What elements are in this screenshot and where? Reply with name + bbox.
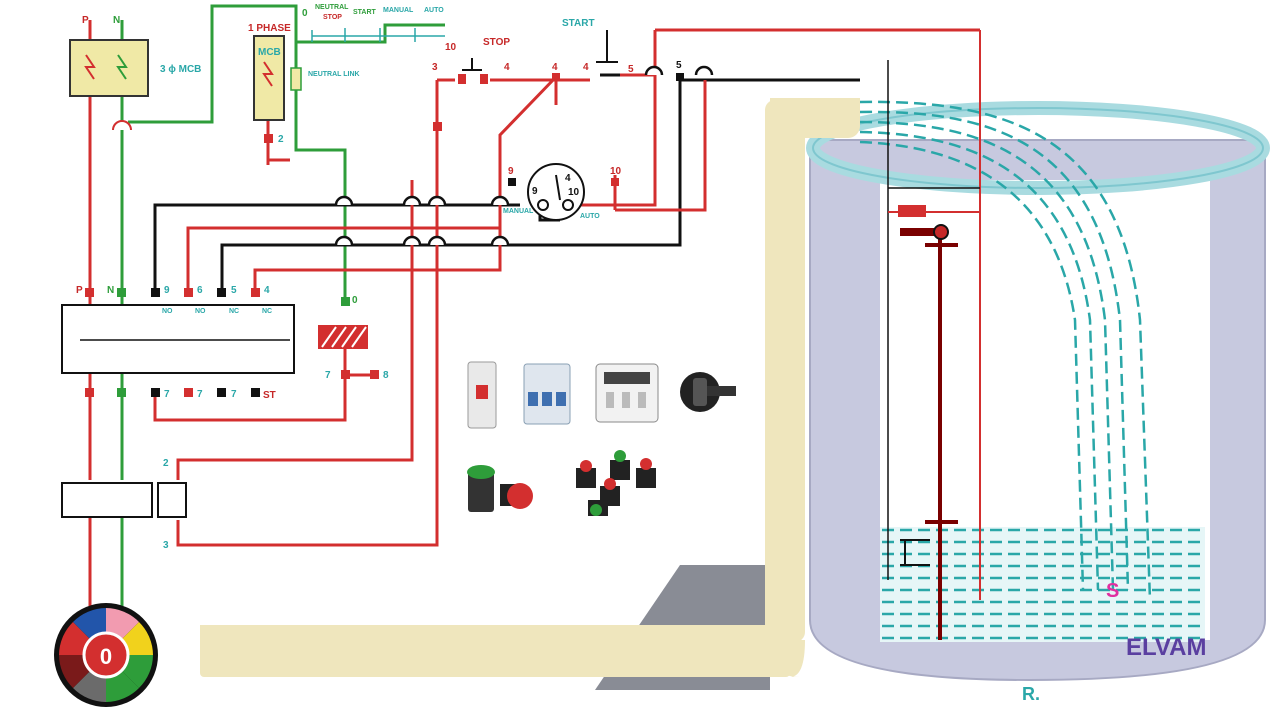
label-sw-10: 10	[568, 187, 580, 198]
label-n4c: 4	[583, 62, 589, 73]
label-auto-sw: AUTO	[580, 213, 600, 220]
label-sw-4: 4	[565, 173, 571, 184]
indicator-lamp-icon	[467, 465, 533, 512]
terminal-markers	[85, 73, 684, 397]
label-start: START	[562, 18, 595, 29]
selector-switch	[527, 163, 585, 221]
label-n9sw: 9	[508, 166, 514, 177]
motor-label: 0	[100, 644, 112, 669]
wire-hops	[334, 65, 714, 246]
top-selector-bar	[311, 28, 445, 42]
label-b7c: 7	[231, 389, 237, 400]
r-mark: R.	[1022, 684, 1040, 704]
label-n2: 2	[278, 134, 284, 145]
brand-logo: ELVAM	[1126, 634, 1206, 661]
mcb-single-pole-icon	[467, 361, 497, 429]
label-stop: STOP	[483, 37, 510, 48]
water-level	[880, 527, 1205, 642]
label-c-p: P	[76, 285, 83, 296]
push-button-icon	[576, 450, 656, 516]
wire-crossovers	[112, 120, 132, 131]
label-nc2: NC	[262, 308, 272, 315]
label-c-4: 4	[264, 285, 270, 296]
selector-switch-icon	[680, 372, 736, 412]
label-r8: 8	[383, 370, 389, 381]
diagram-labels: P N 3 ɸ MCB 1 PHASE MCB NEUTRAL LINK 0 N…	[76, 4, 1206, 704]
label-c-n: N	[107, 285, 114, 296]
label-sel-manual: MANUAL	[383, 7, 414, 14]
label-b7a: 7	[164, 389, 170, 400]
label-ol2: 2	[163, 458, 169, 469]
label-n4a: 4	[504, 62, 510, 73]
label-sel-stop: STOP	[323, 14, 342, 21]
label-no1: NO	[162, 308, 173, 315]
label-zero-top: 0	[302, 8, 308, 19]
label-3ph-mcb: 3 ɸ MCB	[160, 64, 201, 75]
s-mark: S	[1106, 580, 1119, 602]
label-1-phase: 1 PHASE	[248, 23, 291, 34]
label-coil-0: 0	[352, 295, 358, 306]
label-ten-top: 10	[445, 42, 457, 53]
label-n3: 3	[432, 62, 438, 73]
label-n5b: 5	[676, 60, 682, 71]
label-mcb: MCB	[258, 47, 281, 58]
label-neutral-link: NEUTRAL LINK	[308, 71, 360, 78]
motor-icon	[54, 603, 158, 707]
contactor-icon	[595, 363, 659, 423]
label-r7: 7	[325, 370, 331, 381]
label-sw-9: 9	[532, 186, 538, 197]
start-push-button	[596, 30, 618, 63]
label-c-9: 9	[164, 285, 170, 296]
label-c-6: 6	[197, 285, 203, 296]
label-sel-start: START	[353, 9, 377, 16]
control-red-wires	[153, 28, 980, 547]
label-c-5: 5	[231, 285, 237, 296]
label-sel-neutral: NEUTRAL	[315, 4, 349, 11]
label-n5a: 5	[628, 64, 634, 75]
label-phase: P	[82, 15, 89, 26]
contactor	[61, 304, 368, 374]
label-nc1: NC	[229, 308, 239, 315]
label-sel-auto: AUTO	[424, 7, 444, 14]
label-neutral: N	[113, 15, 120, 26]
three-phase-mcb	[69, 39, 149, 97]
mcb-three-pole-icon	[523, 363, 571, 425]
label-b7b: 7	[197, 389, 203, 400]
label-no2: NO	[195, 308, 206, 315]
label-st: ST	[263, 390, 276, 401]
label-ol3: 3	[163, 540, 169, 551]
label-n4b: 4	[552, 62, 558, 73]
label-manual-sw: MANUAL	[503, 208, 534, 215]
water-stream	[859, 100, 1152, 601]
single-phase-mcb	[253, 35, 302, 121]
stop-push-button	[458, 58, 488, 84]
label-n10sw: 10	[610, 166, 622, 177]
pipe	[200, 98, 860, 677]
overload-relay	[61, 482, 187, 518]
float-switch	[887, 30, 981, 640]
